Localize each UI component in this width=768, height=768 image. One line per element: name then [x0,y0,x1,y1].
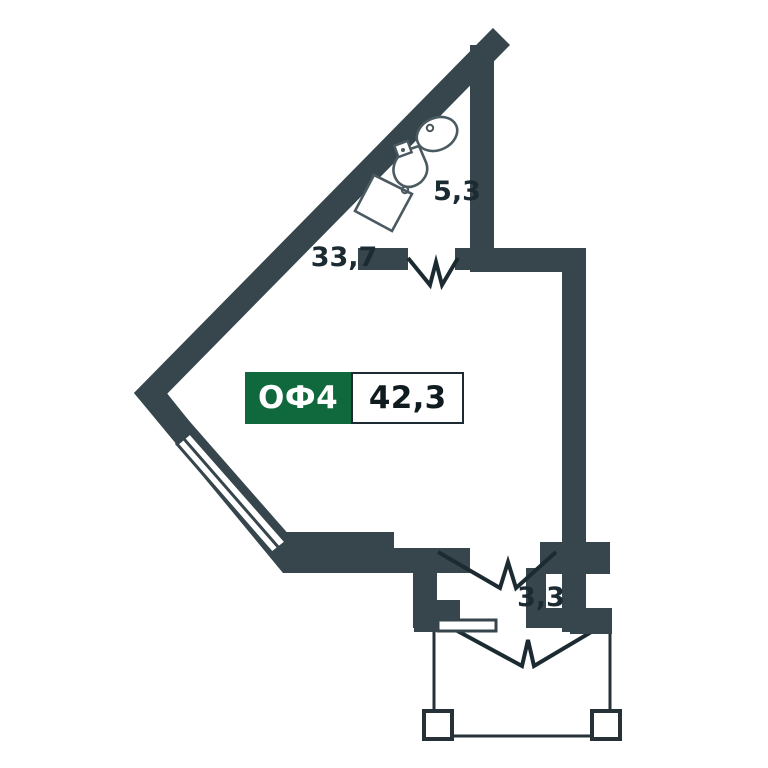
wall-bath-partition-right [455,248,495,270]
balcony-column-right [590,709,622,741]
sink-icon [353,173,414,233]
window-diagonal-left [174,430,289,556]
balcony-terrace [422,626,622,741]
wall-east-step [562,390,586,400]
wall-north-west-diagonal [134,28,510,398]
bathroom-fixtures [353,115,459,233]
door-bathroom [406,254,460,291]
unit-total-area: 42,3 [368,379,447,416]
door-loggia-upper [436,550,558,592]
doors [406,254,558,592]
wall-loggia-right-lower [570,608,612,634]
wall-bath-partition-left [358,248,408,270]
balcony-column-left [422,709,454,741]
wash-basin-icon [415,115,459,153]
wall-east-vertical [562,248,586,558]
wall-terrace-left [414,600,438,632]
wall-south-horizontal [283,548,470,573]
door-loggia-lower [451,626,600,670]
room-area-main: 33,7 [311,242,378,273]
room-area-bathroom: 5,3 [433,176,481,207]
unit-label-badge: ОФ4 42,3 [245,372,465,424]
unit-code: ОФ4 [245,372,352,424]
unit-area-box: 42,3 [351,372,465,424]
interior-fill [166,68,566,608]
room-area-loggia: 3,3 [517,582,565,613]
window-balcony-left [436,618,498,633]
toilet-icon [392,139,429,189]
windows [174,430,498,633]
